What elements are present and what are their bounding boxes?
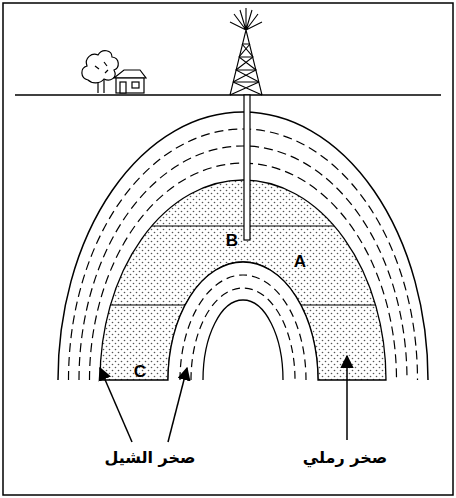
shale-layering: [58, 112, 428, 380]
ground-line: [15, 94, 441, 96]
frame: [3, 3, 453, 495]
house: [114, 70, 146, 93]
rock-label: صخر الشيل: [104, 449, 195, 467]
region-letter: B: [226, 232, 238, 251]
outer-shale-band: [58, 112, 428, 380]
rock-label: صخر رملي: [303, 449, 387, 467]
inner-shale-layering: [168, 262, 318, 380]
leader-arrows: [100, 356, 347, 442]
tree: [82, 51, 118, 93]
region-letter: A: [294, 253, 306, 272]
well-pipe: [244, 95, 250, 240]
oil-derrick: [230, 8, 262, 95]
sandstone-band: [100, 180, 386, 380]
region-letter: C: [134, 363, 146, 382]
inner-shale-band: [168, 262, 318, 380]
